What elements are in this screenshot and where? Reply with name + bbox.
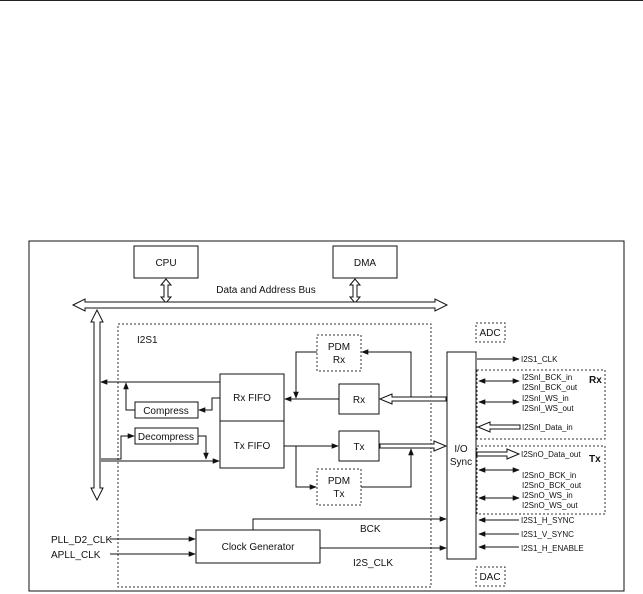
data-out-arrow bbox=[476, 448, 521, 460]
dma-box bbox=[332, 245, 398, 279]
i2s1-block bbox=[117, 323, 432, 588]
bck-label: BCK bbox=[360, 524, 381, 535]
internal-connections bbox=[100, 349, 414, 490]
data-address-bus bbox=[71, 298, 449, 312]
tx-fifo-label: Tx FIFO bbox=[234, 441, 271, 452]
bck-line bbox=[252, 516, 447, 530]
signal-label: I2SnI_WS_out bbox=[522, 404, 574, 413]
signal-label: I2SnI_BCK_out bbox=[522, 383, 578, 392]
signal-labels: I2S1_CLK I2SnI_BCK_in I2SnI_BCK_out I2Sn… bbox=[521, 355, 584, 553]
signal-label: I2SnI_Data_in bbox=[522, 423, 573, 432]
rx-fifo-label: Rx FIFO bbox=[233, 393, 271, 404]
data-in-arrow bbox=[476, 421, 521, 433]
pdm-rx-label-2: Rx bbox=[333, 355, 345, 366]
io-to-rx-data-arrow bbox=[378, 393, 447, 405]
io-sync-label-1: I/O bbox=[454, 444, 468, 455]
signal-label: I2SnO_Data_out bbox=[521, 450, 581, 459]
signal-label: I2SnO_WS_out bbox=[522, 501, 578, 510]
signal-label: I2S1_H_SYNC bbox=[521, 516, 575, 525]
outer-frame bbox=[28, 240, 625, 592]
decompress-label: Decompress bbox=[138, 432, 194, 443]
page-top-rule bbox=[0, 0, 643, 1]
signal-label: I2SnI_BCK_in bbox=[522, 373, 572, 382]
adc-label: ADC bbox=[479, 328, 500, 339]
pdm-tx-box bbox=[316, 468, 362, 506]
pdm-tx-label-2: Tx bbox=[333, 489, 344, 500]
io-sync-box bbox=[446, 351, 477, 560]
dac-box bbox=[475, 566, 506, 587]
signal-label: I2S1_H_ENABLE bbox=[521, 544, 584, 553]
external-signals bbox=[477, 356, 520, 550]
pdm-tx-label-1: PDM bbox=[328, 476, 350, 487]
pll-clk-label: PLL_D2_CLK bbox=[51, 535, 112, 546]
cpu-bus-connector bbox=[159, 278, 173, 304]
clock-generator-label: Clock Generator bbox=[222, 542, 295, 553]
signal-label: I2S1_CLK bbox=[521, 355, 558, 364]
pdm-rx-box bbox=[316, 334, 362, 372]
apll-clk-label: APLL_CLK bbox=[51, 550, 101, 561]
signal-label: I2SnO_BCK_in bbox=[522, 471, 576, 480]
rx-box bbox=[338, 383, 380, 415]
clock-generator-box bbox=[195, 529, 321, 564]
rx-label: Rx bbox=[353, 395, 365, 406]
i2s1-label: I2S1 bbox=[137, 335, 158, 346]
tx-to-io-data-arrow bbox=[379, 440, 448, 452]
cpu-box bbox=[133, 245, 199, 279]
i2s-clk-label: I2S_CLK bbox=[353, 558, 393, 569]
rx-signal-group bbox=[476, 369, 606, 440]
compress-label: Compress bbox=[143, 406, 189, 417]
tx-fifo-box bbox=[219, 420, 285, 469]
signal-label: I2SnI_WS_in bbox=[522, 394, 569, 403]
cpu-label: CPU bbox=[155, 258, 176, 269]
signal-label: I2S1_V_SYNC bbox=[521, 530, 574, 539]
tx-group-label: Tx bbox=[589, 454, 601, 465]
dma-label: DMA bbox=[354, 258, 377, 269]
rx-group-label: Rx bbox=[589, 375, 602, 386]
signal-label: I2SnO_BCK_out bbox=[522, 481, 582, 490]
dma-bus-connector bbox=[348, 278, 362, 304]
vertical-bus bbox=[90, 308, 104, 502]
tx-box bbox=[338, 430, 380, 462]
tx-label: Tx bbox=[353, 442, 364, 453]
bus-label: Data and Address Bus bbox=[216, 285, 316, 296]
pdm-rx-label-1: PDM bbox=[328, 342, 350, 353]
tx-signal-group bbox=[476, 445, 606, 515]
adc-box bbox=[475, 322, 506, 343]
signal-label: I2SnO_WS_in bbox=[522, 491, 573, 500]
dac-label: DAC bbox=[479, 572, 500, 583]
io-sync-label-2: Sync bbox=[450, 457, 472, 468]
